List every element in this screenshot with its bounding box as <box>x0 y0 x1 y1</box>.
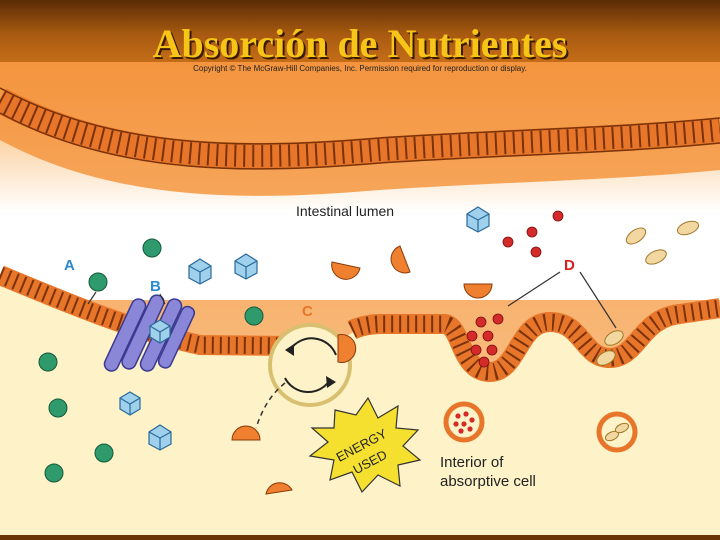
blue-cubes <box>119 206 490 451</box>
marker-c: C <box>302 303 313 320</box>
leader-line-d-right <box>579 271 617 329</box>
intestinal-lumen-region <box>0 140 720 300</box>
header-bar <box>0 0 720 62</box>
energy-burst <box>308 396 422 494</box>
slide-title: Absorción de Nutrientes <box>152 21 568 66</box>
carrier-protein <box>103 294 196 372</box>
interior-label-line1: Interior of <box>440 454 504 471</box>
leader-line-b <box>159 293 166 305</box>
lower-membrane-hatch <box>0 267 720 381</box>
cell-interior-region <box>0 275 720 535</box>
interior-label-line2: absorptive cell <box>440 473 536 490</box>
green-particles <box>38 238 264 483</box>
upper-membrane-edge-top <box>0 87 720 145</box>
transport-path-dashes <box>255 382 286 429</box>
active-transport-pump <box>268 323 352 407</box>
vesicle-red-dots <box>443 401 485 443</box>
upper-membrane-hatch <box>0 90 720 167</box>
marker-b: B <box>150 278 161 295</box>
orange-wedges <box>231 245 493 495</box>
marker-d: D <box>564 257 575 274</box>
footer-bar <box>0 535 720 540</box>
red-dots <box>466 210 564 368</box>
leader-line-d-left <box>507 271 561 307</box>
copyright-notice: Copyright © The McGraw-Hill Companies, I… <box>193 64 527 73</box>
label-intestinal-lumen: Intestinal lumen <box>296 203 394 219</box>
wedge-in-pump <box>337 334 357 363</box>
fat-droplets <box>596 220 700 366</box>
leader-line-a <box>87 291 97 305</box>
upper-membrane-edge-bottom <box>0 112 720 170</box>
marker-a: A <box>64 257 75 274</box>
vesicle-fat-droplets <box>596 411 638 453</box>
